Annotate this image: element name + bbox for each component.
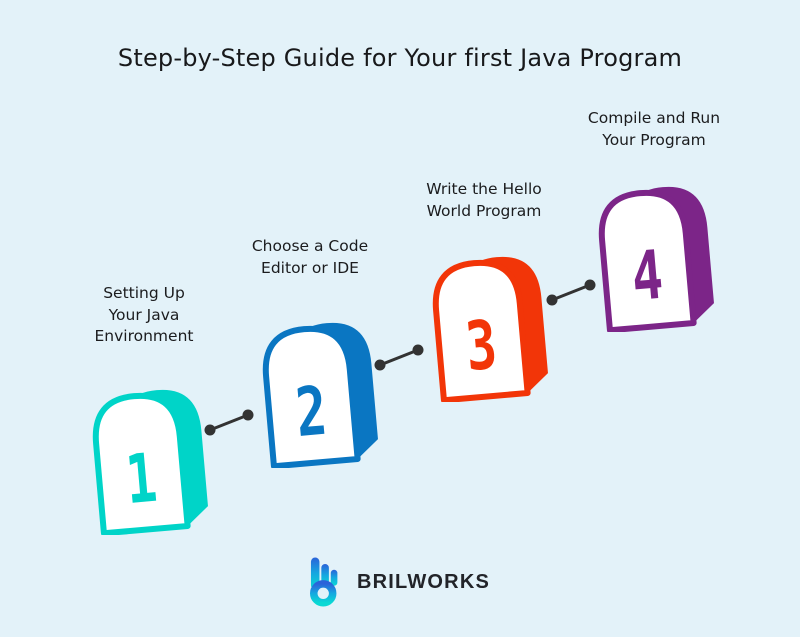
connector-dot	[204, 424, 216, 436]
step-label-1: Setting Up Your Java Environment	[94, 284, 194, 346]
step-marker-1: 1	[92, 389, 208, 535]
connector-dot	[584, 279, 596, 291]
step-number-4: 4	[629, 237, 666, 317]
connector-1-2	[204, 409, 254, 436]
step-label-4: Compile and Run Your Program	[587, 109, 721, 149]
marker-face	[598, 189, 697, 332]
marker-face	[262, 325, 361, 468]
connector-dot	[546, 294, 558, 306]
step-marker-4: 4	[598, 186, 714, 332]
step-number-3: 3	[463, 307, 500, 387]
step-marker-2: 2	[262, 322, 378, 468]
step-number-2: 2	[293, 373, 330, 453]
marker-face	[92, 392, 191, 535]
step-label-3: Write the Hello World Program	[426, 180, 542, 220]
brilworks-b-icon	[309, 557, 338, 607]
connector-3-4	[546, 279, 596, 306]
brand-name: BRILWORKS	[356, 570, 491, 593]
step-marker-3: 3	[432, 256, 548, 402]
step-number-1: 1	[123, 440, 160, 520]
connector-2-3	[374, 344, 424, 371]
connector-dot	[242, 409, 254, 421]
brand-logo: BRILWORKS	[0, 556, 800, 608]
connector-dot	[412, 344, 424, 356]
page-title: Step-by-Step Guide for Your first Java P…	[117, 44, 683, 72]
connector-dot	[374, 359, 386, 371]
step-label-2: Choose a Code Editor or IDE	[251, 237, 369, 277]
marker-face	[432, 259, 531, 402]
